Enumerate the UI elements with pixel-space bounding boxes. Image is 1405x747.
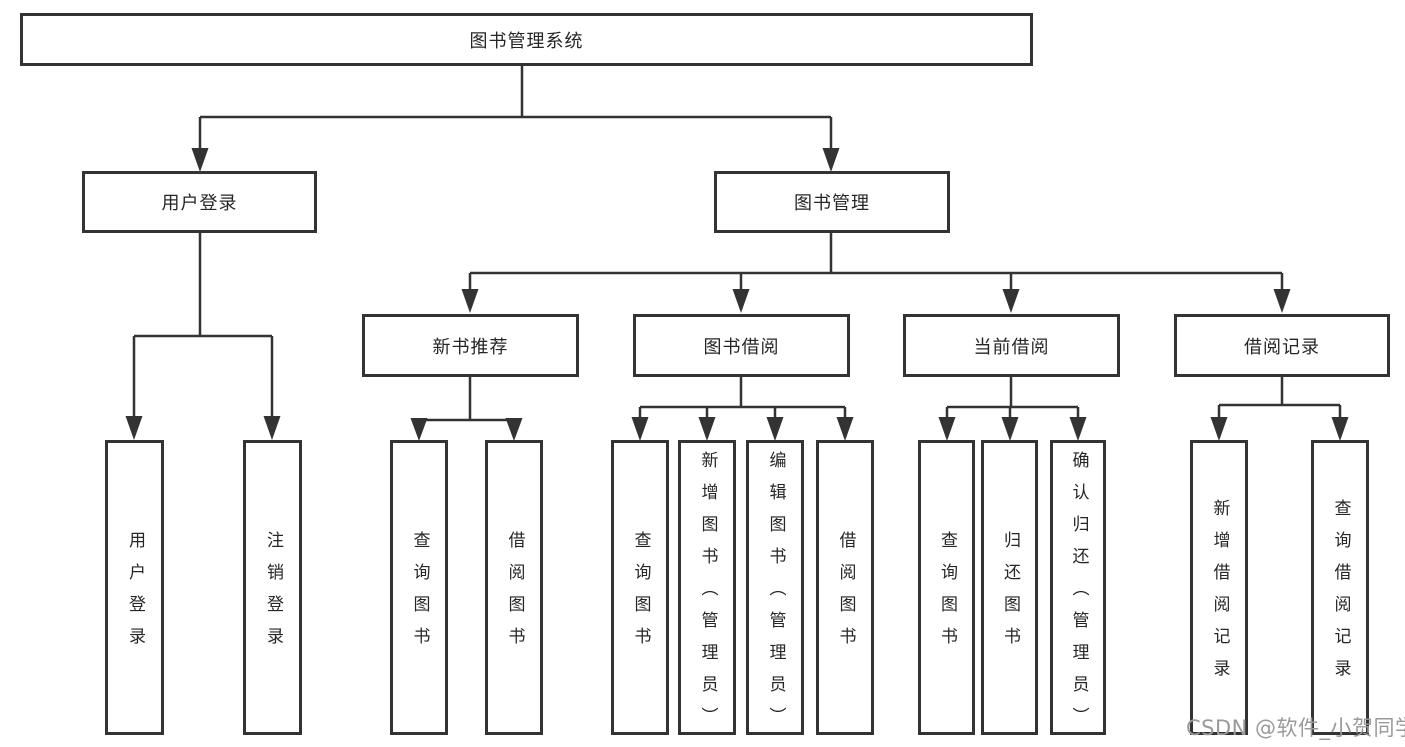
node-borrow-records: 借阅记录 xyxy=(1174,314,1390,377)
node-label: 查询图书 xyxy=(630,531,651,659)
node-label: 新增图书（管理员） xyxy=(697,451,718,739)
node-library-system: 图书管理系统 xyxy=(20,13,1033,66)
connector-new-book-children xyxy=(410,377,523,441)
connector-root-to-modules xyxy=(191,66,840,172)
node-label: 新增借阅记录 xyxy=(1209,499,1230,691)
node-book-borrow: 图书借阅 xyxy=(633,314,850,377)
node-label: 借阅图书 xyxy=(835,531,856,659)
watermark: CSDN @软件_小贺同学 xyxy=(1186,716,1405,740)
node-user-login-module: 用户登录 xyxy=(82,171,317,233)
node-label: 借阅图书 xyxy=(504,531,525,659)
connector-book-borrow-children xyxy=(631,377,854,441)
node-label: 查询借阅记录 xyxy=(1330,499,1351,691)
node-query-books-current: 查询图书 xyxy=(918,440,975,735)
node-logout-leaf: 注销登录 xyxy=(243,440,302,735)
node-return-book: 归还图书 xyxy=(981,440,1038,735)
node-confirm-return-admin: 确认归还（管理员） xyxy=(1050,440,1106,739)
node-current-borrow: 当前借阅 xyxy=(903,314,1120,377)
node-label: 查询图书 xyxy=(937,531,957,659)
node-query-books-borrow: 查询图书 xyxy=(611,440,669,735)
connector-current-borrow-children xyxy=(938,377,1087,441)
node-add-book-admin: 新增图书（管理员） xyxy=(678,440,736,739)
node-label: 归还图书 xyxy=(1000,531,1020,659)
node-query-books-recommend: 查询图书 xyxy=(390,440,448,735)
node-query-borrow-record: 查询借阅记录 xyxy=(1311,440,1369,735)
node-label: 确认归还（管理员） xyxy=(1068,451,1089,739)
node-add-borrow-record: 新增借阅记录 xyxy=(1190,440,1248,735)
connector-borrow-records-children xyxy=(1210,377,1349,441)
connector-book-management-children xyxy=(461,233,1291,313)
node-book-management-module: 图书管理 xyxy=(714,171,950,233)
node-new-book-recommend: 新书推荐 xyxy=(362,314,579,377)
node-edit-book-admin: 编辑图书（管理员） xyxy=(746,440,804,739)
node-label: 用户登录 xyxy=(125,531,145,659)
node-borrow-books-recommend: 借阅图书 xyxy=(485,440,543,735)
node-borrow-books-leaf: 借阅图书 xyxy=(816,440,874,735)
node-label: 编辑图书（管理员） xyxy=(765,451,786,739)
node-label: 注销登录 xyxy=(263,531,283,659)
node-user-login-leaf: 用户登录 xyxy=(105,440,164,735)
node-label: 查询图书 xyxy=(409,531,430,659)
connector-user-login-children xyxy=(125,233,281,440)
